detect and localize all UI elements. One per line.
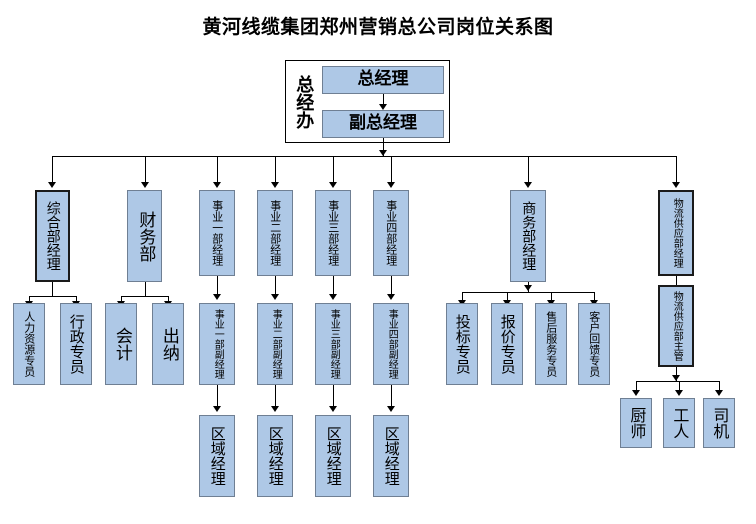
node-general-affairs-manager[interactable]: 综合部经理 bbox=[35, 190, 70, 282]
node-general-manager[interactable]: 总经理 bbox=[322, 66, 444, 94]
connector-commerce-bid bbox=[462, 292, 463, 303]
drop-bu-4 bbox=[391, 156, 392, 184]
connector-ga-hr bbox=[29, 296, 30, 305]
arrow-deputy-to-bus bbox=[379, 150, 387, 156]
connector-bu3-deputy-regional bbox=[333, 385, 334, 407]
connector-ga-bus bbox=[29, 296, 76, 297]
arrow-logistics-driver bbox=[715, 390, 723, 396]
node-bu2-regional-manager[interactable]: 区域经理 bbox=[257, 415, 293, 497]
arrow-bu4-deputy bbox=[387, 294, 395, 300]
arrow-bu1-regional bbox=[213, 406, 221, 412]
node-bu3-regional-manager[interactable]: 区域经理 bbox=[315, 415, 351, 497]
arrow-bu3-deputy bbox=[329, 294, 337, 300]
arrow-commerce bbox=[524, 182, 532, 188]
node-bu4-manager[interactable]: 事业四部经理 bbox=[373, 190, 409, 276]
connector-deputy-to-bus bbox=[383, 138, 384, 156]
connector-fin-bus bbox=[121, 296, 168, 297]
connector-commerce-feedback bbox=[594, 292, 595, 303]
node-bidding-specialist[interactable]: 投标专员 bbox=[446, 303, 478, 385]
connector-logistics-down bbox=[676, 367, 677, 381]
node-cook[interactable]: 厨师 bbox=[620, 398, 652, 448]
arrow-bu4-regional bbox=[387, 406, 395, 412]
arrow-bu2-deputy bbox=[271, 294, 279, 300]
connector-bu3-mgr-deputy bbox=[333, 276, 334, 296]
node-deputy-general-manager[interactable]: 副总经理 bbox=[322, 110, 444, 138]
connector-logistics-worker bbox=[679, 381, 680, 392]
node-bu1-deputy[interactable]: 事业一部副经理 bbox=[199, 303, 235, 385]
connector-fin-cashier bbox=[168, 296, 169, 305]
arrow-bu-1 bbox=[213, 182, 221, 188]
drop-bu-1 bbox=[217, 156, 218, 184]
connector-bu4-deputy-regional bbox=[391, 385, 392, 407]
connector-ga-admin bbox=[76, 296, 77, 305]
connector-bu1-deputy-regional bbox=[217, 385, 218, 407]
node-accountant[interactable]: 会计 bbox=[105, 303, 137, 385]
node-bu1-manager[interactable]: 事业一部经理 bbox=[199, 190, 235, 276]
connector-logistics-bus bbox=[636, 381, 719, 382]
node-finance-department[interactable]: 财务部 bbox=[127, 190, 162, 282]
connector-bu4-mgr-deputy bbox=[391, 276, 392, 296]
arrow-logistics-down bbox=[672, 375, 680, 381]
arrow-bu-3 bbox=[329, 182, 337, 188]
node-bu4-deputy[interactable]: 事业四部副经理 bbox=[373, 303, 409, 385]
arrow-general-affairs bbox=[48, 182, 56, 188]
node-aftersales-specialist[interactable]: 售后服务专员 bbox=[535, 303, 567, 385]
arrow-commerce-down bbox=[524, 285, 532, 291]
node-bu1-regional-manager[interactable]: 区域经理 bbox=[199, 415, 235, 497]
arrow-bu3-regional bbox=[329, 406, 337, 412]
connector-gm-to-deputy bbox=[383, 94, 384, 106]
page-title: 黄河线缆集团郑州营销总公司岗位关系图 bbox=[202, 16, 554, 38]
connector-commerce-bus bbox=[462, 292, 594, 293]
arrow-bu-2 bbox=[271, 182, 279, 188]
node-hr-specialist[interactable]: 人力资源专员 bbox=[13, 303, 45, 385]
arrow-bu-4 bbox=[387, 182, 395, 188]
node-bu2-deputy[interactable]: 事业二部副经理 bbox=[257, 303, 293, 385]
connector-bu2-mgr-deputy bbox=[275, 276, 276, 296]
connector-fin-accountant bbox=[121, 296, 122, 305]
drop-commerce bbox=[528, 156, 529, 184]
drop-bu-2 bbox=[275, 156, 276, 184]
node-commerce-manager[interactable]: 商务部经理 bbox=[510, 190, 546, 282]
drop-general-affairs bbox=[52, 156, 53, 184]
connector-commerce-aftersales bbox=[551, 292, 552, 303]
arrow-logistics-cook bbox=[632, 390, 640, 396]
executive-office-label: 总经办 bbox=[293, 74, 315, 129]
arrow-gm-to-deputy bbox=[379, 104, 387, 110]
connector-ga-down bbox=[52, 282, 53, 296]
node-bu3-manager[interactable]: 事业三部经理 bbox=[315, 190, 351, 276]
node-admin-specialist[interactable]: 行政专员 bbox=[60, 303, 92, 385]
node-cashier[interactable]: 出纳 bbox=[152, 303, 184, 385]
main-distribution-bus bbox=[52, 156, 676, 157]
connector-logistics-driver bbox=[719, 381, 720, 392]
drop-finance bbox=[145, 156, 146, 184]
connector-commerce-quote bbox=[507, 292, 508, 303]
node-worker[interactable]: 工人 bbox=[663, 398, 695, 448]
connector-fin-down bbox=[145, 282, 146, 296]
node-logistics-supervisor[interactable]: 物流供应部主管 bbox=[658, 285, 694, 367]
connector-logistics-mgr-sup bbox=[676, 276, 677, 285]
arrow-logistics-worker bbox=[675, 390, 683, 396]
arrow-finance bbox=[141, 182, 149, 188]
arrow-bu1-deputy bbox=[213, 294, 221, 300]
drop-logistics bbox=[676, 156, 677, 184]
connector-logistics-cook bbox=[636, 381, 637, 392]
node-bu4-regional-manager[interactable]: 区域经理 bbox=[373, 415, 409, 497]
node-driver[interactable]: 司机 bbox=[703, 398, 735, 448]
node-customer-feedback-specialist[interactable]: 客户回馈专员 bbox=[578, 303, 610, 385]
node-logistics-manager[interactable]: 物流供应部经理 bbox=[658, 190, 694, 276]
drop-bu-3 bbox=[333, 156, 334, 184]
connector-bu1-mgr-deputy bbox=[217, 276, 218, 296]
node-bu2-manager[interactable]: 事业二部经理 bbox=[257, 190, 293, 276]
node-bu3-deputy[interactable]: 事业三部副经理 bbox=[315, 303, 351, 385]
node-quotation-specialist[interactable]: 报价专员 bbox=[491, 303, 523, 385]
connector-bu2-deputy-regional bbox=[275, 385, 276, 407]
arrow-bu2-regional bbox=[271, 406, 279, 412]
arrow-logistics bbox=[672, 182, 680, 188]
